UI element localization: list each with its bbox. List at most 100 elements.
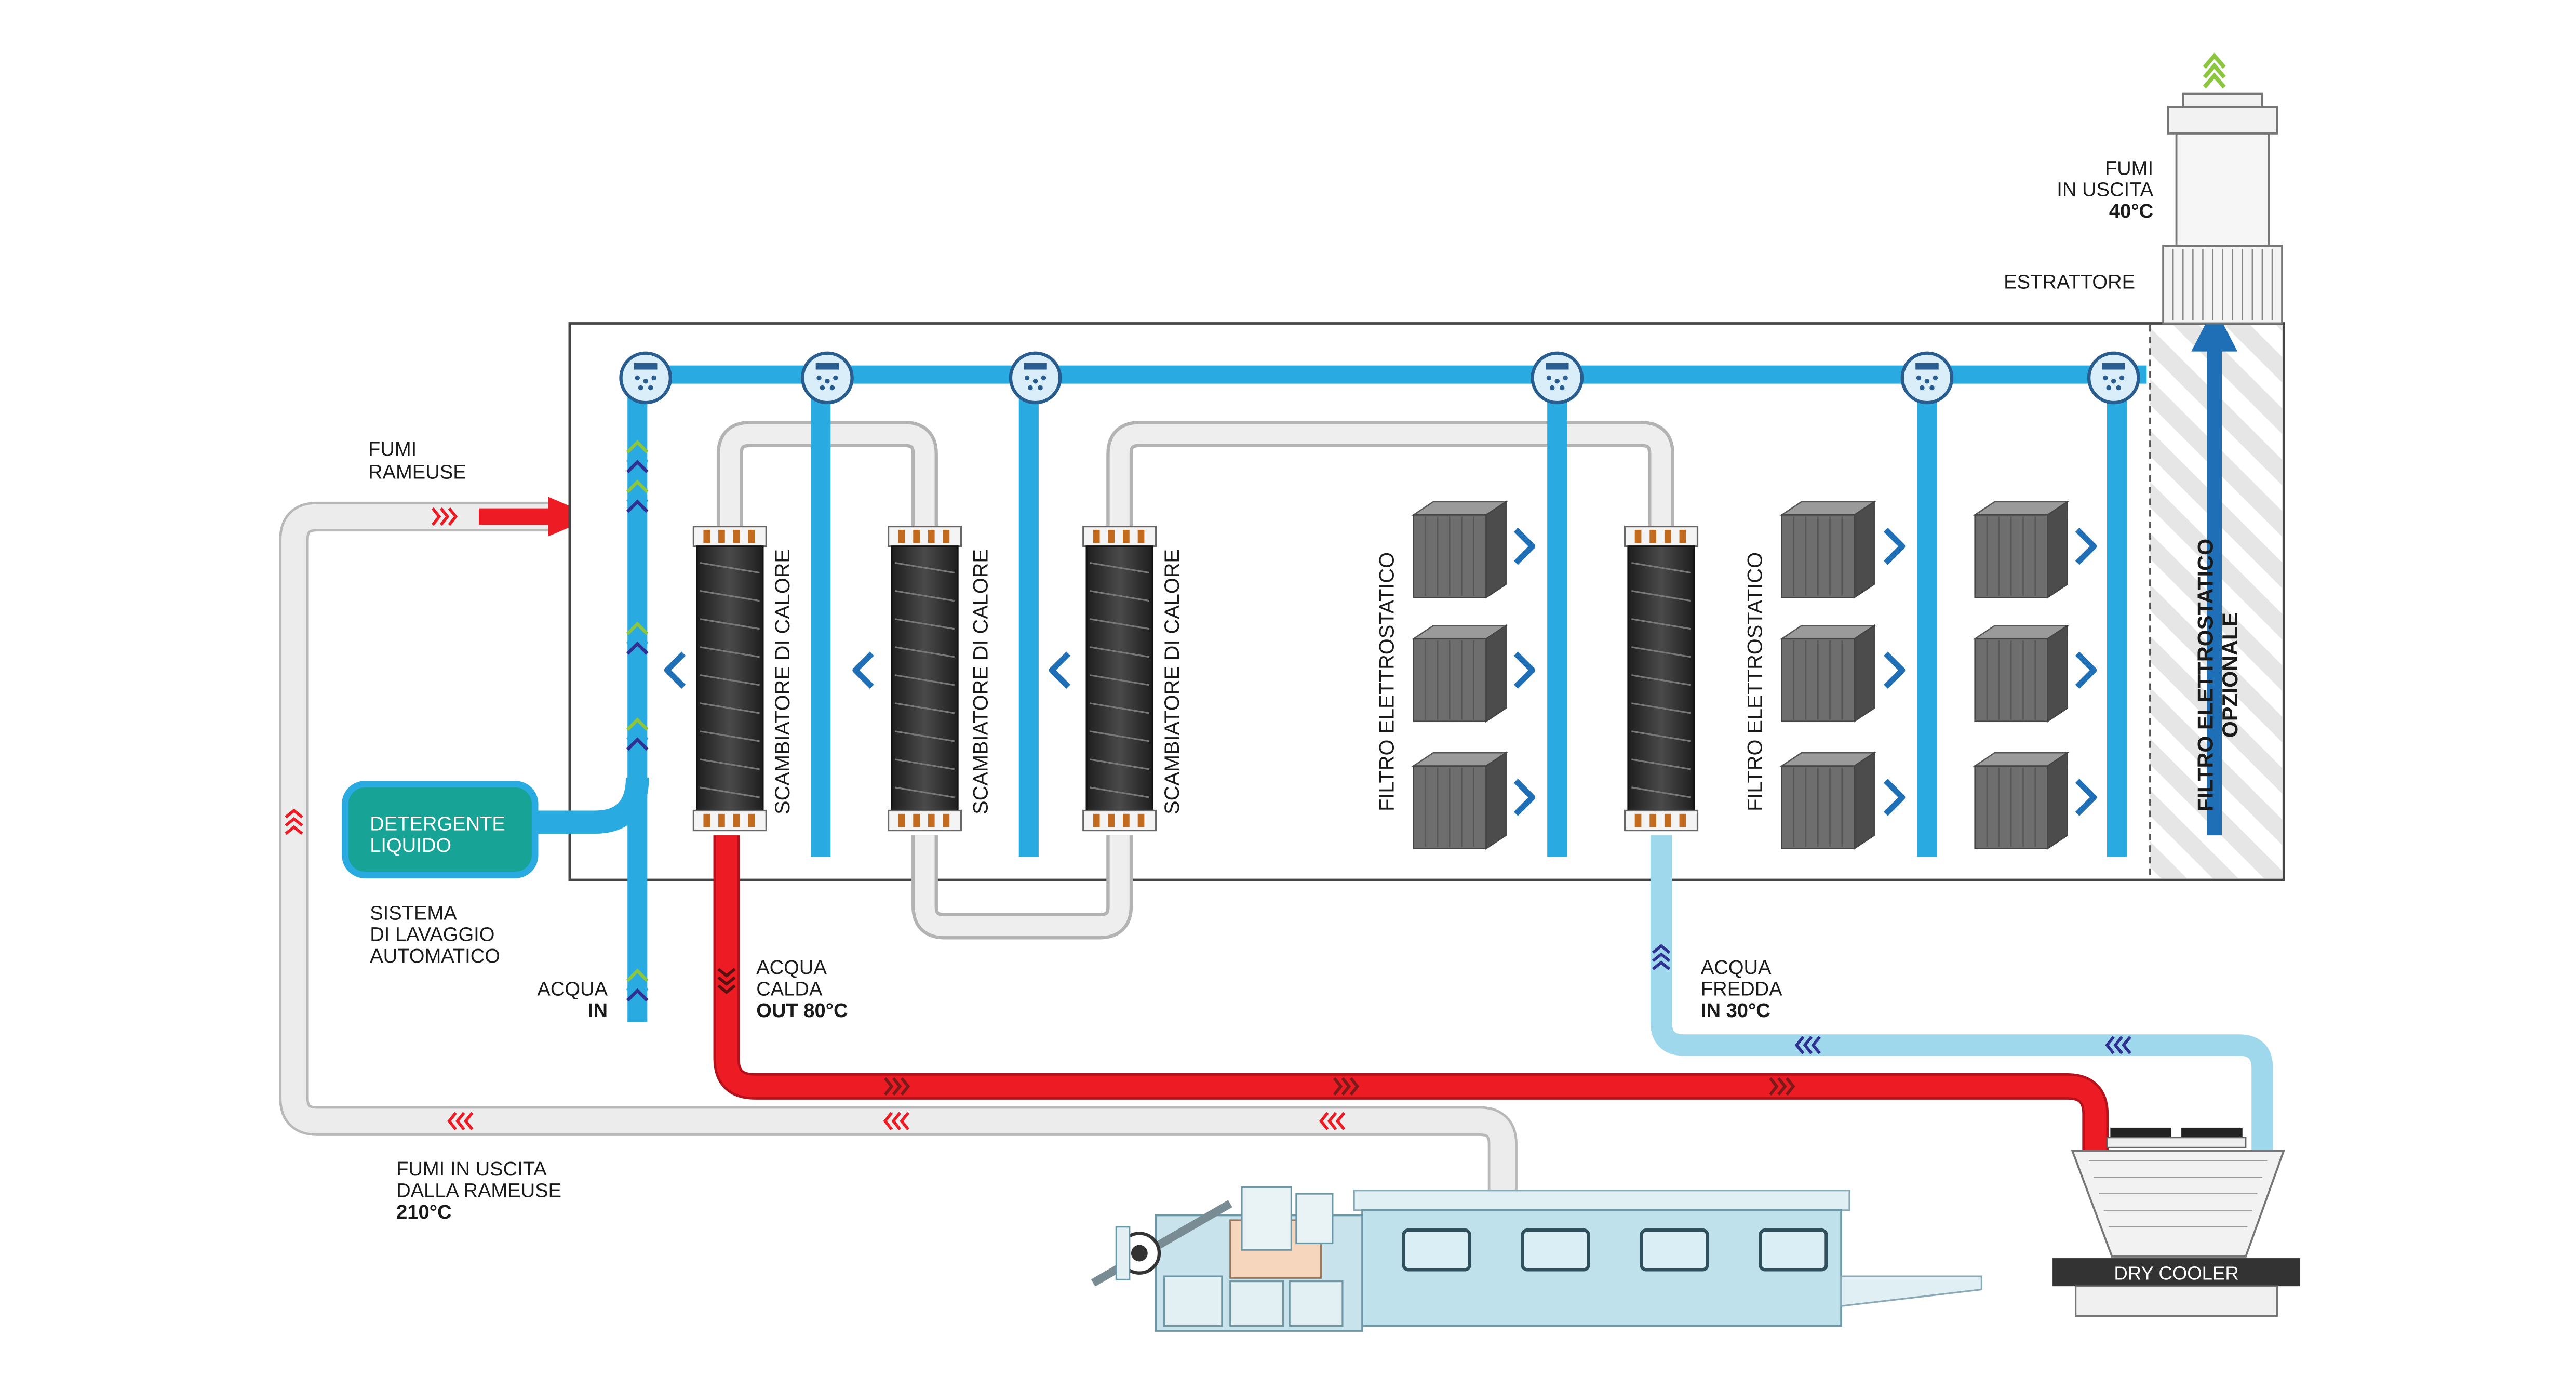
flow-arrow-icon — [717, 984, 736, 994]
electrostatic-filter-cube — [1411, 624, 1508, 723]
flow-arrow-icon — [1769, 1077, 1779, 1096]
flow-arrow-icon — [448, 507, 458, 526]
scambiatore-label-2: SCAMBIATORE DI CALORE — [969, 549, 992, 814]
estrattore-label: ESTRATTORE — [2004, 271, 2135, 293]
up-arrow-icon — [626, 439, 649, 453]
flow-arrow-icon — [1777, 1077, 1787, 1096]
flow-chevron-icon — [1884, 651, 1906, 689]
detergent-tank — [342, 781, 539, 878]
electrostatic-filter-cube — [1779, 624, 1876, 723]
flow-arrow-icon — [1785, 1077, 1795, 1096]
flow-arrow-icon — [431, 507, 441, 526]
flow-arrow-icon — [717, 968, 736, 978]
dry-cooler — [2052, 1127, 2301, 1317]
spray-nozzles — [619, 351, 2140, 405]
up-arrow-icon — [626, 479, 649, 493]
exhaust-green-arrows — [2203, 52, 2226, 89]
flow-arrow-icon — [1319, 1112, 1329, 1130]
filtro-label-2: FILTRO ELETTROSTATICO — [1744, 552, 1767, 811]
flow-chevron-icon — [2075, 651, 2097, 689]
electrostatic-filter-cube — [1411, 751, 1508, 850]
dry-cooler-label: DRY COOLER — [2114, 1262, 2238, 1284]
up-arrow-icon — [626, 737, 649, 751]
flow-chevron-icon — [852, 651, 874, 689]
heat-exchanger — [1624, 526, 1699, 832]
flow-chevron-icon — [1513, 779, 1536, 816]
scambiatore-label-3: SCAMBIATORE DI CALORE — [1161, 549, 1184, 814]
flow-arrow-icon — [883, 1077, 894, 1096]
inlet-arrows — [626, 439, 649, 1002]
flow-arrow-icon — [1652, 960, 1671, 970]
electrostatic-filter-cube — [1779, 751, 1876, 850]
flow-arrow-icon — [1349, 1077, 1360, 1096]
flow-arrow-icon — [285, 817, 303, 827]
spray-nozzle-icon — [619, 351, 673, 405]
electrostatic-filter-cube — [1973, 624, 2070, 723]
flow-markers — [285, 507, 2131, 1130]
flow-arrow-icon — [717, 976, 736, 986]
spray-nozzle-icon — [1531, 351, 1584, 405]
cold-water-pipe — [1650, 835, 2273, 1158]
flow-arrow-icon — [463, 1112, 474, 1130]
flow-arrow-icon — [439, 507, 450, 526]
flow-arrow-icon — [2105, 1036, 2115, 1054]
flow-arrow-icon — [285, 825, 303, 835]
flow-arrow-icon — [1335, 1112, 1346, 1130]
electrostatic-filter-cube — [1779, 500, 1876, 599]
flow-chevrons — [664, 528, 2097, 816]
electrostatic-filter-cube — [1411, 500, 1508, 599]
heat-exchanger — [887, 526, 962, 832]
filter-cubes — [1411, 500, 2070, 850]
flow-arrow-icon — [2113, 1036, 2123, 1054]
flow-arrow-icon — [1333, 1077, 1343, 1096]
flow-arrow-icon — [2122, 1036, 2131, 1054]
flow-arrow-icon — [1803, 1036, 1813, 1054]
flow-arrow-icon — [900, 1077, 910, 1096]
up-arrow-icon — [626, 460, 649, 473]
up-arrow-icon — [626, 450, 649, 463]
up-arrow-icon — [626, 717, 649, 731]
spray-nozzle-icon — [801, 351, 854, 405]
up-arrow-icon — [626, 727, 649, 741]
flow-arrow-icon — [900, 1112, 909, 1130]
flow-arrow-icon — [455, 1112, 465, 1130]
flow-chevron-icon — [664, 651, 686, 689]
electrostatic-filter-cube — [1973, 751, 2070, 850]
up-arrow-icon — [626, 641, 649, 655]
up-arrow-icon — [626, 988, 649, 1002]
up-arrow-icon — [626, 631, 649, 645]
flow-chevron-icon — [1513, 528, 1536, 565]
heat-exchanger — [1082, 526, 1157, 832]
electrostatic-filter-cube — [1973, 500, 2070, 599]
dry-cooler-label-bg — [2052, 1258, 2301, 1287]
flow-arrow-icon — [447, 1112, 457, 1130]
flow-arrow-icon — [883, 1112, 893, 1130]
water-distribution-pipes — [536, 365, 2147, 1022]
flow-chevron-icon — [1884, 779, 1906, 816]
flow-chevron-icon — [1884, 528, 1906, 565]
flow-arrow-icon — [892, 1077, 902, 1096]
up-arrow-icon — [626, 621, 649, 635]
flow-arrow-icon — [891, 1112, 902, 1130]
rameuse-machine — [1091, 1186, 1982, 1332]
flow-chevron-icon — [2075, 528, 2097, 565]
flow-chevron-icon — [1513, 651, 1536, 689]
filtro-label-1: FILTRO ELETTROSTATICO — [1375, 552, 1398, 811]
spray-nozzle-icon — [1900, 351, 1954, 405]
up-arrow-icon — [626, 968, 649, 982]
flow-arrow-icon — [1341, 1077, 1351, 1096]
up-arrow-icon — [626, 978, 649, 992]
flow-arrow-icon — [1327, 1112, 1337, 1130]
flow-arrow-icon — [1652, 944, 1671, 954]
